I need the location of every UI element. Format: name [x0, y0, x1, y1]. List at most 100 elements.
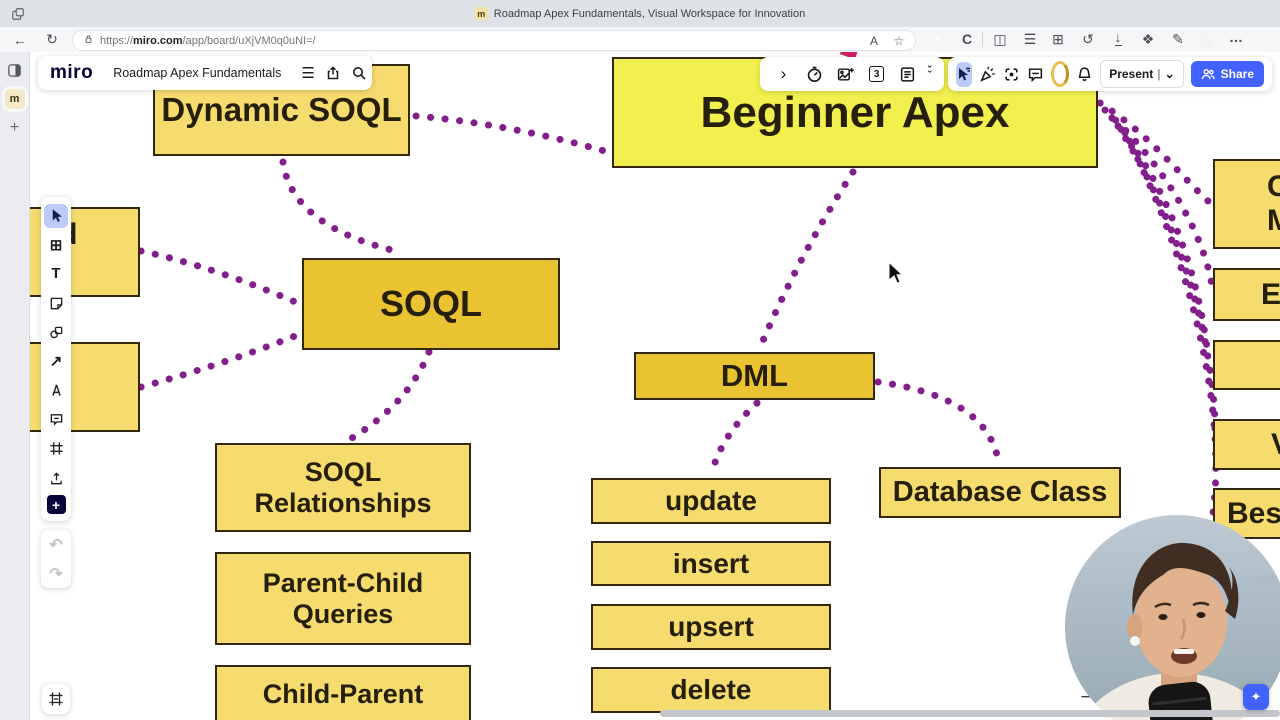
back-icon[interactable]: ←	[13, 31, 27, 48]
miro-board-canvas[interactable]: Dynamic SOQL Beginner Apex SOQL DML SOQL…	[30, 52, 1280, 720]
loading-spinner	[1051, 61, 1070, 87]
browser-tab-strip: m Roadmap Apex Fundamentals, Visual Work…	[0, 0, 1280, 27]
sticky-note-tool-icon[interactable]	[44, 291, 68, 315]
browser-essentials-icon[interactable]: ❖	[1141, 30, 1155, 47]
expand-panel-icon[interactable]: ›	[780, 64, 787, 83]
split-screen-icon[interactable]: ◫	[993, 30, 1007, 47]
undo-icon[interactable]: ↶	[49, 536, 63, 554]
notes-icon[interactable]	[897, 63, 919, 85]
connector-beginnerapex-right4	[1114, 122, 1219, 434]
url-domain: miro.com	[133, 34, 183, 47]
refresh-icon[interactable]: ↻	[46, 31, 58, 47]
connector-beginnerapex-right5	[1121, 129, 1220, 517]
node-dml[interactable]: DML	[634, 352, 875, 400]
web-capture-icon[interactable]: ✎	[1172, 30, 1184, 47]
horizontal-scrollbar[interactable]	[660, 710, 1280, 717]
undo-redo-panel: ↶ ↷	[41, 530, 71, 588]
earbud	[1130, 636, 1140, 646]
connector-soql-relationships	[343, 348, 433, 445]
redo-icon[interactable]: ↷	[49, 565, 63, 583]
search-icon[interactable]	[351, 62, 367, 84]
pen-tool-icon[interactable]	[44, 379, 68, 403]
focus-mode-icon[interactable]	[1003, 63, 1020, 85]
reactions-icon[interactable]	[979, 63, 996, 85]
browser-toolbar: ← ↻ https://miro.com/app/board/uXjVM0q0u…	[0, 27, 1280, 53]
history-icon[interactable]: ↺	[1082, 30, 1094, 47]
comments-icon[interactable]	[1027, 63, 1044, 85]
mouse-cursor	[886, 260, 904, 289]
node-update[interactable]: update	[591, 478, 831, 524]
timer-icon[interactable]	[804, 63, 826, 85]
upload-tool-icon[interactable]	[44, 466, 68, 490]
shapes-tool-icon[interactable]	[44, 320, 68, 344]
collections-icon[interactable]: ☰	[1023, 30, 1037, 47]
miro-favicon: m	[474, 7, 488, 20]
notifications-bell-icon[interactable]	[1076, 63, 1093, 85]
text-tool-icon[interactable]: T	[51, 265, 61, 283]
lock-icon	[83, 33, 94, 48]
sidebar-miro-app-icon[interactable]: m	[4, 89, 25, 109]
connector-beginnerapex-dml	[755, 168, 857, 354]
present-caret-icon[interactable]: ⌄	[1164, 67, 1175, 81]
extension-c-icon[interactable]: C	[961, 31, 973, 47]
workspaces-icon[interactable]	[5, 60, 25, 80]
download-icon[interactable]: ↓	[1114, 29, 1122, 46]
node-upsert[interactable]: upsert	[591, 604, 831, 650]
node-delete[interactable]: delete	[591, 667, 831, 713]
node-insert[interactable]: insert	[591, 541, 831, 586]
more-apps-button[interactable]: +	[46, 495, 66, 515]
tab-title: Roadmap Apex Fundamentals, Visual Worksp…	[493, 7, 806, 20]
sparkle-icon: ✦	[1250, 689, 1262, 704]
connector-leftA-soql	[137, 247, 304, 308]
select-tool[interactable]	[44, 203, 68, 228]
person-face	[1135, 565, 1227, 677]
connector-dynamicsoql-beginnerapex	[412, 112, 612, 156]
board-title[interactable]: Roadmap Apex Fundamentals	[113, 66, 282, 80]
edge-sidebar: m +	[0, 52, 30, 720]
address-bar[interactable]: https://miro.com/app/board/uXjVM0q0uNI=/…	[72, 30, 916, 51]
ai-assistant-button[interactable]: ✦	[1243, 684, 1269, 710]
node-database-class[interactable]: Database Class	[879, 467, 1121, 518]
present-button[interactable]: Present | ⌄	[1100, 60, 1184, 88]
export-icon[interactable]	[325, 62, 341, 84]
connector-leftB-soql	[137, 330, 304, 391]
board-menu-icon[interactable]: ☰	[301, 65, 315, 82]
favorite-star-icon[interactable]: ☆	[893, 33, 905, 48]
favorites-tray-icon[interactable]: ⊞	[1052, 30, 1064, 47]
media-add-icon[interactable]	[835, 63, 857, 85]
miro-header-panel: miro Roadmap Apex Fundamentals ☰	[38, 56, 372, 90]
select-tool-active[interactable]	[956, 61, 972, 87]
more-menu-icon[interactable]: …	[1229, 29, 1243, 45]
zoom-out-button[interactable]: −	[1080, 687, 1092, 708]
browser-tab[interactable]: m Roadmap Apex Fundamentals, Visual Work…	[474, 7, 806, 20]
node-right-partial-2[interactable]: Ex	[1213, 268, 1280, 321]
node-right-partial-3[interactable]	[1213, 340, 1280, 390]
miro-logo[interactable]: miro	[50, 62, 94, 83]
url-path: /app/board/uXjVM0q0uNI=/	[182, 34, 316, 47]
templates-tool-icon[interactable]: ⊞	[49, 236, 63, 254]
url-scheme: https://	[100, 34, 134, 47]
comment-tool-icon[interactable]	[44, 408, 68, 432]
toolbar-divider	[982, 32, 983, 47]
sidebar-add-icon[interactable]: +	[9, 119, 20, 136]
connector-dml-databaseclass	[874, 378, 1003, 469]
connector-beginnerapex-right2	[1101, 106, 1216, 290]
connection-line-tool-icon[interactable]: ↗	[49, 353, 63, 371]
frames-panel-button[interactable]	[42, 684, 70, 714]
connector-dml-update	[707, 399, 761, 480]
slides-icon[interactable]: 3	[866, 63, 888, 85]
frame-tool-icon[interactable]	[44, 437, 68, 461]
read-aloud-icon[interactable]: A	[869, 33, 878, 48]
node-child-parent[interactable]: Child-Parent	[215, 665, 471, 720]
share-button[interactable]: Share	[1190, 61, 1264, 87]
node-soql[interactable]: SOQL	[302, 258, 560, 350]
tab-actions-icon[interactable]	[6, 4, 30, 24]
connector-beginnerapex-right1	[1096, 99, 1212, 205]
node-right-partial-4[interactable]: V	[1213, 419, 1280, 470]
people-icon	[1201, 68, 1215, 79]
